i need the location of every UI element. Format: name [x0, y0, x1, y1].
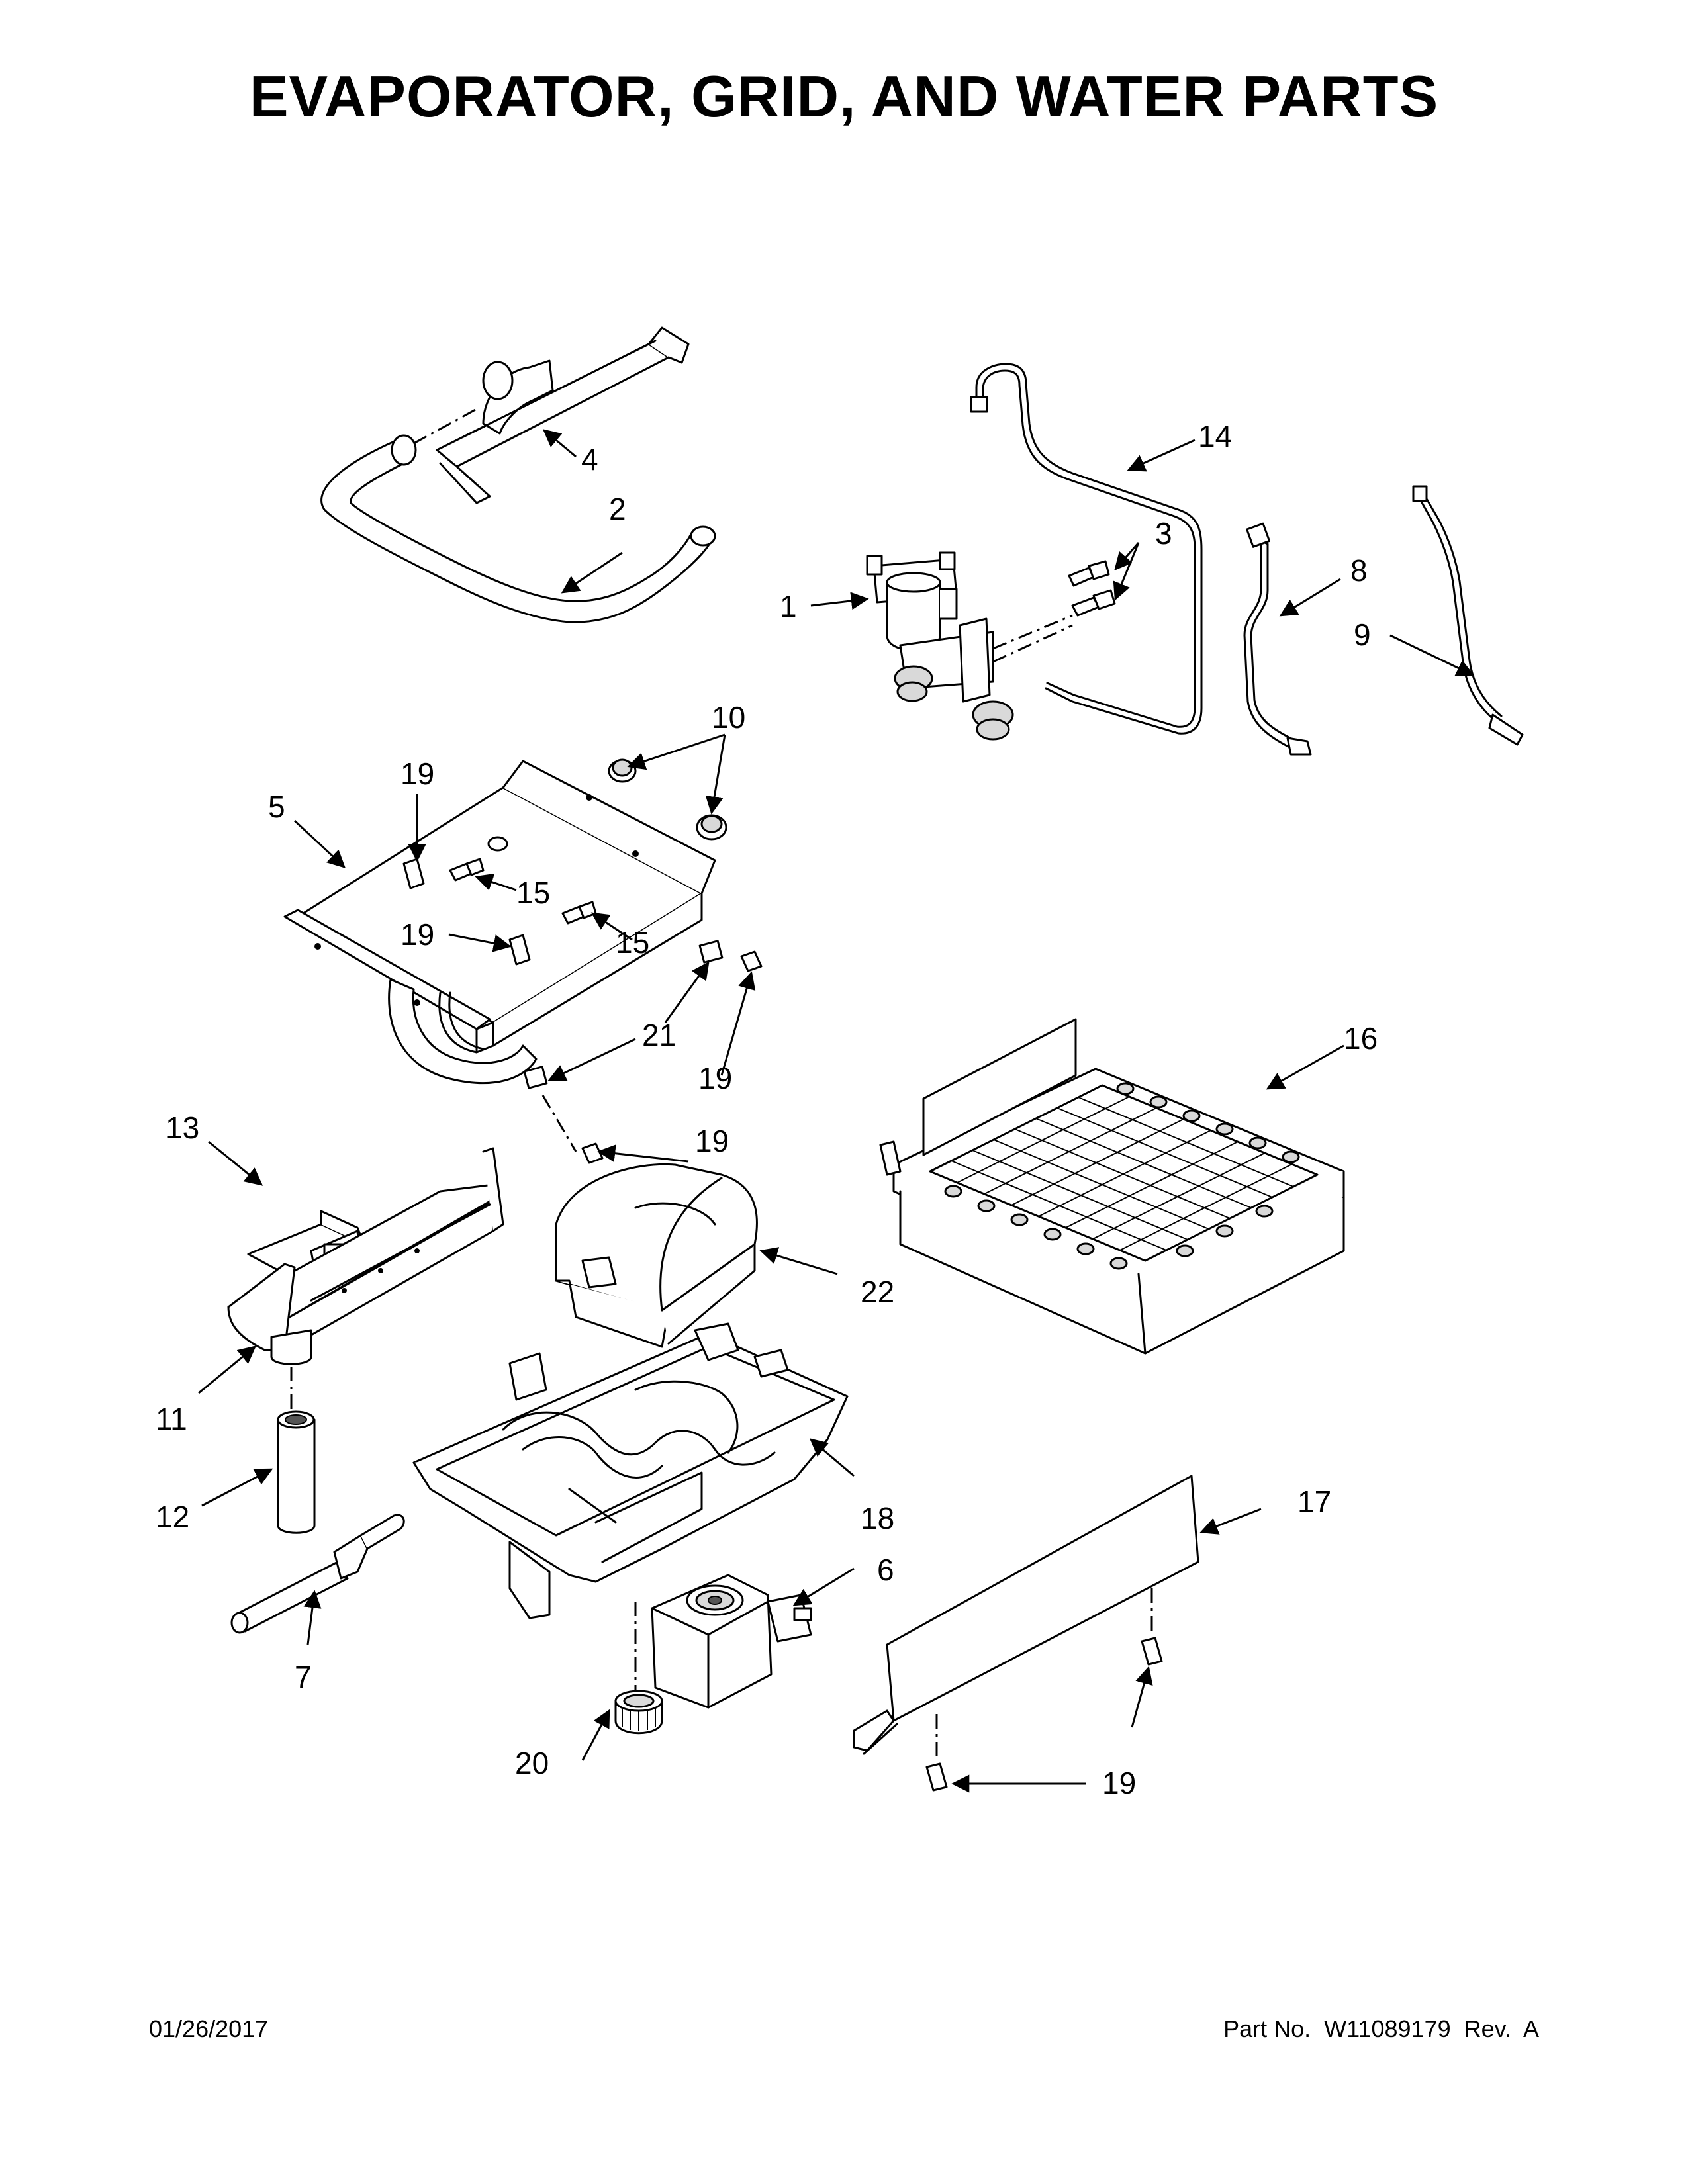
callout-4: 4: [581, 442, 598, 477]
part-cover-plate: [853, 1475, 1199, 1792]
callout-19c: 19: [698, 1061, 732, 1095]
grid-lines: [951, 1096, 1294, 1251]
callout-22: 22: [861, 1275, 894, 1309]
callout-10: 10: [712, 700, 745, 735]
callout-3: 3: [1155, 516, 1172, 551]
part-water-tube: [970, 363, 1203, 735]
part-cover: [555, 1163, 758, 1348]
callout-19d: 19: [695, 1124, 729, 1158]
part-auger-motor: [651, 1574, 812, 1709]
part-evaporator-bracket: [283, 758, 727, 1085]
part-valve-screws: [1068, 560, 1116, 617]
grid-heater-pegs: [944, 1082, 1300, 1270]
part-nut: [614, 1690, 663, 1735]
callout-17: 17: [1297, 1484, 1331, 1519]
part-water-valve: [866, 551, 1073, 741]
footer-date: 01/26/2017: [149, 2015, 269, 2042]
callout-1: 1: [780, 589, 797, 623]
part-fill-trough: [227, 1147, 504, 1410]
callout-13: 13: [165, 1111, 199, 1145]
callout-9: 9: [1354, 617, 1371, 652]
footer-part-number: Part No. W11089179 Rev. A: [1223, 2015, 1539, 2042]
callout-21: 21: [642, 1018, 676, 1052]
callout-19b: 19: [400, 917, 434, 952]
callout-19e: 19: [1102, 1766, 1136, 1800]
callout-6: 6: [877, 1553, 894, 1587]
part-tube-8: [1243, 522, 1312, 756]
part-tube-9: [1412, 485, 1524, 746]
leader-lines: [198, 429, 1475, 1793]
callout-16: 16: [1344, 1021, 1378, 1056]
part-fill-tube: [320, 408, 716, 623]
part-evaporator-grid: [879, 1018, 1345, 1355]
callout-7: 7: [295, 1660, 312, 1694]
callout-8: 8: [1350, 553, 1368, 588]
callout-15b: 15: [616, 925, 649, 960]
page-title: EVAPORATOR, GRID, AND WATER PARTS: [249, 64, 1439, 129]
part-fill-tube-12: [277, 1410, 316, 1534]
callout-5: 5: [268, 790, 285, 824]
callout-14: 14: [1198, 419, 1232, 453]
callout-19a: 19: [400, 756, 434, 791]
callout-18: 18: [861, 1501, 894, 1535]
part-fill-cup: [436, 326, 690, 504]
callout-15a: 15: [516, 876, 550, 910]
callout-2: 2: [609, 492, 626, 526]
callout-11: 11: [156, 1402, 187, 1436]
part-tray-screws: [402, 858, 763, 1164]
callout-12: 12: [156, 1500, 189, 1534]
callout-20: 20: [515, 1746, 549, 1780]
part-ice-housing: [412, 1322, 849, 1694]
callout-labels: 1 2 3 4 5 6 7 8 9 10 11 12 13 14 15 15 1…: [156, 419, 1378, 1800]
part-heater-tube: [230, 1514, 405, 1634]
